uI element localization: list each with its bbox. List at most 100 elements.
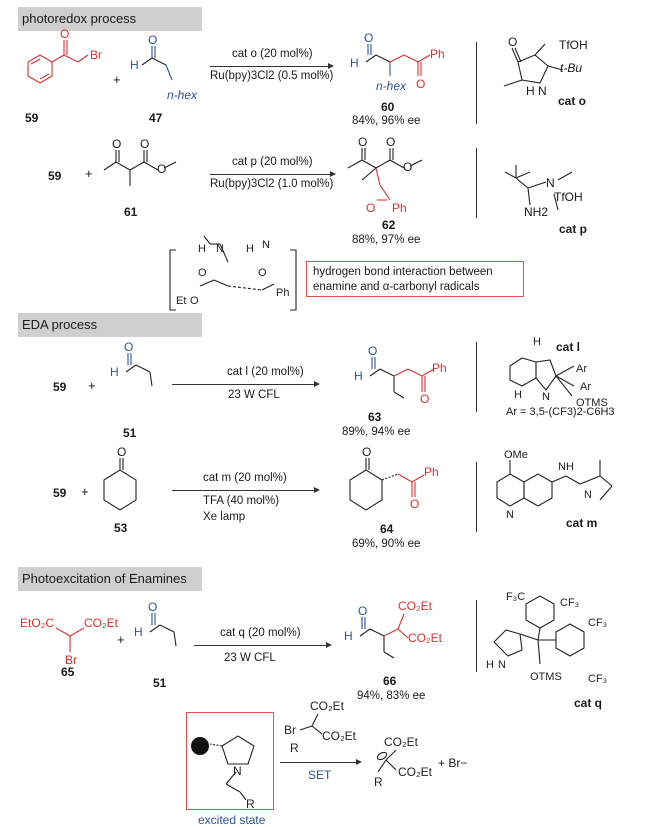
svg-text:Ph: Ph: [432, 361, 447, 375]
svg-text:H: H: [246, 243, 254, 255]
svg-text:CO₂Et: CO₂Et: [84, 616, 119, 630]
svg-text:O: O: [117, 445, 126, 459]
structure-cat-m: [496, 460, 613, 507]
svg-text:R: R: [374, 775, 383, 789]
product-substituent-n-hex: n-hex: [376, 79, 407, 93]
rxn4-condition-3: Xe lamp: [203, 511, 246, 523]
compound-number-59-d: 59: [53, 486, 67, 500]
hydrogen-bond-note: hydrogen bond interaction between enamin…: [306, 261, 524, 297]
substituent-n-hex: n-hex: [167, 88, 198, 102]
section-header-photoredox: photoredox process: [18, 7, 202, 31]
structure-65: [55, 627, 85, 652]
structure-63: [369, 357, 435, 399]
svg-text:O: O: [60, 27, 69, 41]
cat-l-ar-definition: Ar = 3,5-(CF3)2-C6H3: [506, 406, 615, 418]
excited-state-label: excited state: [198, 813, 266, 827]
svg-text:Et: Et: [176, 295, 186, 307]
compound-number-53: 53: [114, 521, 128, 535]
compound-number-59-b: 59: [48, 169, 62, 183]
svg-text:H: H: [134, 625, 143, 639]
plus-sign-5: +: [117, 632, 125, 647]
cat-p-nh2: NH2: [524, 205, 549, 219]
structure-cat-q: [493, 595, 585, 665]
svg-text:Ph: Ph: [424, 465, 439, 479]
cat-q-label: cat q: [574, 696, 603, 710]
rxn1-condition-1: cat o (20 mol%): [232, 48, 313, 60]
compound-number-59: 59: [25, 111, 39, 125]
svg-text:H: H: [110, 365, 119, 379]
compound-number-59-c: 59: [53, 380, 67, 394]
structure-51-b: [149, 613, 177, 647]
svg-text:O: O: [416, 77, 425, 91]
divider: [476, 42, 477, 124]
svg-text:O: O: [368, 344, 377, 358]
svg-text:Ph: Ph: [392, 201, 407, 215]
svg-text:EtO₂C: EtO₂C: [20, 616, 54, 630]
svg-text:H: H: [514, 389, 522, 401]
cat-m-label: cat m: [566, 516, 598, 530]
compound-number-64: 64: [380, 522, 394, 536]
structure-59: [27, 40, 89, 84]
rxn4-condition-2: TFA (40 mol%): [203, 495, 280, 507]
svg-text:O: O: [386, 135, 395, 149]
reaction-arrow-1: [210, 63, 334, 69]
svg-text:N: N: [233, 764, 242, 778]
svg-text:N: N: [542, 391, 550, 403]
plus-sign: +: [113, 72, 121, 87]
structure-bromomalonate: [299, 713, 323, 735]
section-header-photoexcitation: Photoexcitation of Enamines: [18, 567, 202, 591]
rxn5-condition-2: 23 W CFL: [224, 652, 276, 664]
catalyst-sphere: [191, 737, 209, 755]
rxn2-condition-1: cat p (20 mol%): [232, 156, 313, 168]
svg-text:CF₃: CF₃: [560, 597, 579, 609]
compound-number-51-b: 51: [153, 676, 167, 690]
structure-64: [349, 458, 425, 511]
cat-o-tbu: t-Bu: [560, 61, 583, 75]
svg-text:N: N: [216, 243, 224, 255]
structure-66: [359, 613, 409, 659]
structure-enamine-excited: [209, 735, 255, 801]
svg-text:O: O: [258, 267, 267, 279]
svg-text:H: H: [344, 629, 353, 643]
section-header-eda: EDA process: [18, 313, 202, 337]
reaction-arrow-3: [172, 381, 320, 387]
structure-61: [103, 150, 177, 186]
svg-text:CF₃: CF₃: [588, 673, 607, 685]
svg-text:O: O: [362, 445, 371, 459]
svg-text:O: O: [198, 267, 207, 279]
structure-cat-o: [503, 43, 564, 87]
svg-text:CO₂Et: CO₂Et: [398, 599, 433, 613]
svg-text:H: H: [130, 58, 139, 72]
reaction-arrow-5: [194, 642, 332, 648]
cat-o-label: cat o: [558, 94, 587, 108]
cat-o-nh: H N: [526, 84, 547, 98]
divider-3: [476, 342, 477, 412]
compound-number-61: 61: [124, 205, 138, 219]
rxn2-condition-2: Ru(bpy)3Cl2 (1.0 mol%): [210, 178, 334, 190]
structure-51-a: [125, 353, 153, 387]
structure-47: [141, 46, 173, 81]
plus-sign-4: +: [81, 484, 89, 499]
svg-text:N: N: [584, 489, 592, 501]
svg-text:O: O: [190, 295, 199, 307]
svg-text:Ar: Ar: [576, 363, 587, 375]
rxn3-condition-1: cat l (20 mol%): [227, 366, 304, 378]
svg-text:Br: Br: [65, 653, 77, 667]
compound-number-65: 65: [61, 665, 75, 679]
compound-number-62: 62: [382, 218, 396, 232]
svg-text:OTMS: OTMS: [576, 397, 608, 409]
svg-text:O: O: [410, 497, 419, 511]
svg-text:NH: NH: [558, 461, 574, 473]
svg-text:O: O: [403, 160, 412, 174]
divider-2: [476, 148, 477, 218]
compound-number-66: 66: [383, 674, 397, 688]
svg-text:O: O: [420, 392, 429, 406]
svg-text:CO₂Et: CO₂Et: [384, 735, 419, 749]
rxn4-yield: 69%, 90% ee: [352, 538, 421, 550]
rxn1-yield: 84%, 96% ee: [352, 115, 421, 127]
svg-text:H: H: [486, 659, 494, 671]
svg-text:R: R: [290, 741, 299, 755]
svg-text:H: H: [350, 56, 359, 70]
svg-text:O: O: [140, 137, 149, 151]
